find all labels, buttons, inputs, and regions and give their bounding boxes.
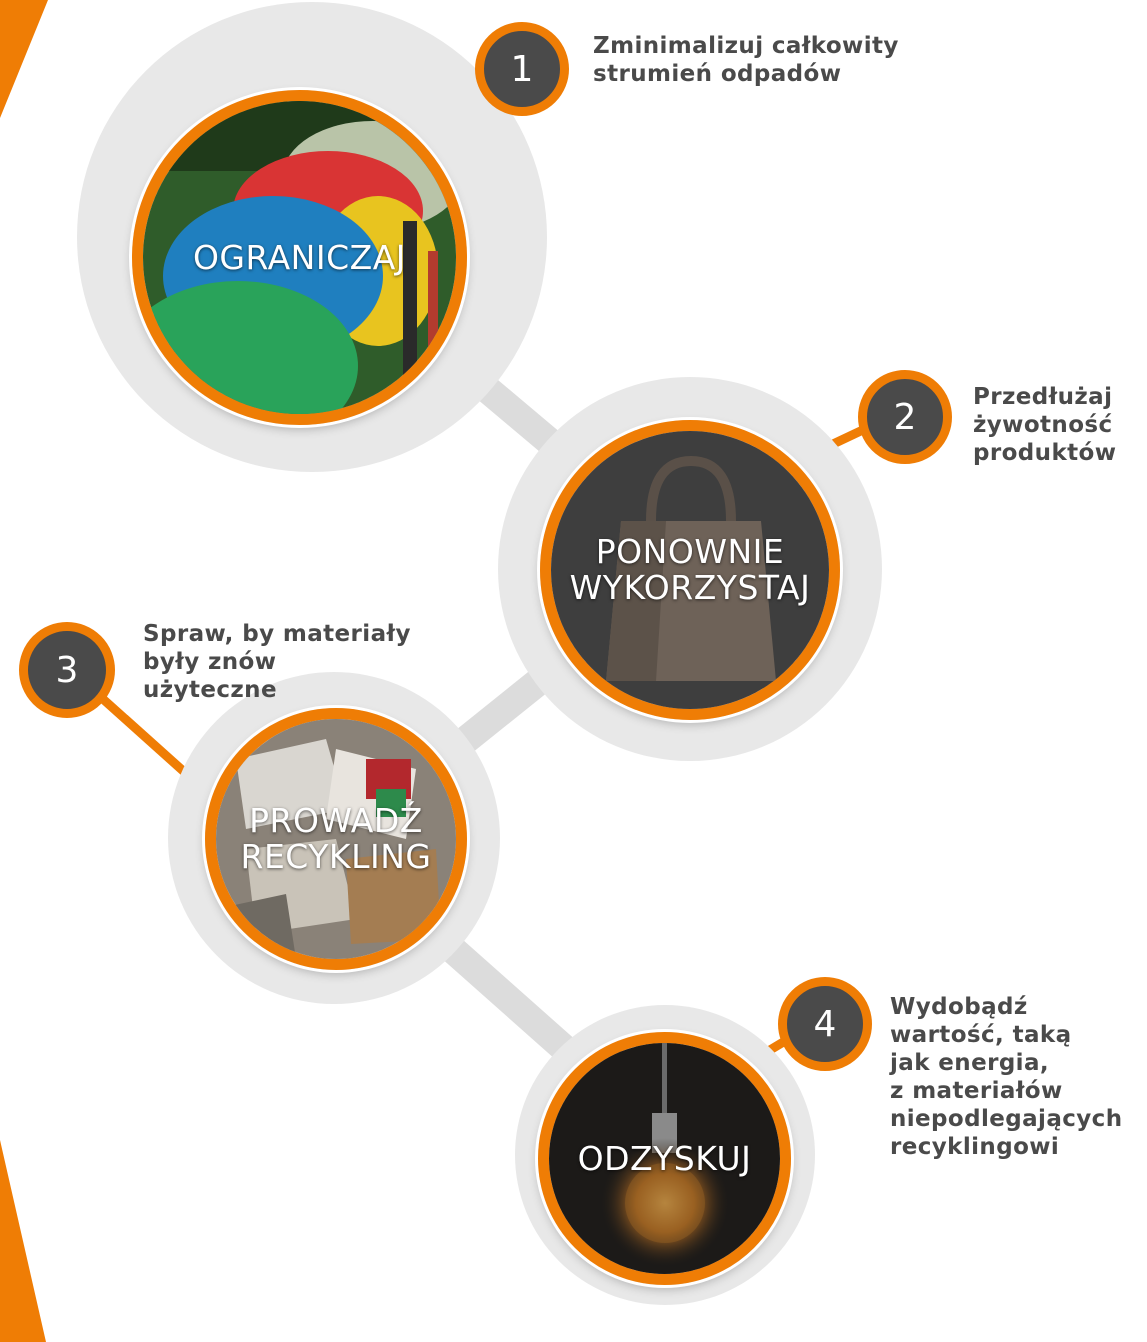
- step-2-label-line-2: WYKORZYSTAJ: [569, 568, 811, 607]
- paper-bag-photo: [551, 431, 829, 709]
- step-2-desc-line: produktów: [973, 440, 1117, 466]
- step-2-label: PONOWNIE WYKORZYSTAJ: [551, 534, 829, 606]
- step-4-number-badge: 4: [778, 977, 872, 1071]
- step-4-label-line: ODZYSKUJ: [577, 1138, 752, 1178]
- step-1-desc-line: strumień odpadów: [593, 61, 842, 87]
- step-4-desc-line: z materiałów: [890, 1078, 1063, 1104]
- waste-paper-photo: [216, 719, 456, 959]
- step-1-label-line: OGRANICZAJ: [192, 237, 407, 277]
- step-2-number: 2: [893, 396, 917, 438]
- decor-orange-band-top: [0, 0, 48, 118]
- light-bulb-photo: [549, 1043, 780, 1274]
- step-4-desc-line: Wydobądź: [890, 994, 1028, 1020]
- step-2-label-line-1: PONOWNIE: [595, 532, 785, 571]
- step-1-number: 1: [510, 48, 534, 90]
- step-3-circle: PROWADŹ RECYKLING: [205, 708, 467, 970]
- step-3-label-line-2: RECYKLING: [240, 837, 432, 876]
- recycling-bins-photo: [143, 101, 456, 414]
- step-3-desc-line: były znów: [143, 649, 277, 675]
- step-2-number-badge: 2: [858, 370, 952, 464]
- decor-orange-band-bottom: [0, 1140, 46, 1342]
- step-3-label: PROWADŹ RECYKLING: [216, 803, 456, 875]
- step-3-number-badge: 3: [19, 622, 115, 718]
- step-2-desc-line: Przedłużaj: [973, 384, 1113, 410]
- step-4-label: ODZYSKUJ: [549, 1138, 780, 1178]
- step-4-desc-line: niepodlegających: [890, 1106, 1123, 1132]
- step-4-desc-line: wartość, taką: [890, 1022, 1072, 1048]
- step-3-number: 3: [55, 649, 79, 691]
- step-2-circle: PONOWNIE WYKORZYSTAJ: [540, 420, 840, 720]
- step-1-label: OGRANICZAJ: [143, 237, 456, 277]
- step-1-number-badge: 1: [475, 22, 569, 116]
- step-4-desc-line: recyklingowi: [890, 1134, 1060, 1160]
- step-3-label-line-1: PROWADŹ: [249, 801, 423, 840]
- step-3-desc-line: użyteczne: [143, 677, 277, 703]
- step-2-desc-line: żywotność: [973, 412, 1113, 438]
- step-4-number: 4: [813, 1003, 837, 1045]
- step-3-description: Spraw, by materiały były znów użyteczne: [143, 620, 411, 704]
- step-1-circle: OGRANICZAJ: [132, 90, 467, 425]
- step-4-description: Wydobądź wartość, taką jak energia, z ma…: [890, 993, 1123, 1161]
- step-3-desc-line: Spraw, by materiały: [143, 621, 411, 647]
- step-1-description: Zminimalizuj całkowity strumień odpadów: [593, 32, 899, 88]
- step-2-description: Przedłużaj żywotność produktów: [973, 383, 1116, 467]
- step-4-desc-line: jak energia,: [890, 1050, 1050, 1076]
- step-4-circle: ODZYSKUJ: [538, 1032, 791, 1285]
- step-1-desc-line: Zminimalizuj całkowity: [593, 33, 899, 59]
